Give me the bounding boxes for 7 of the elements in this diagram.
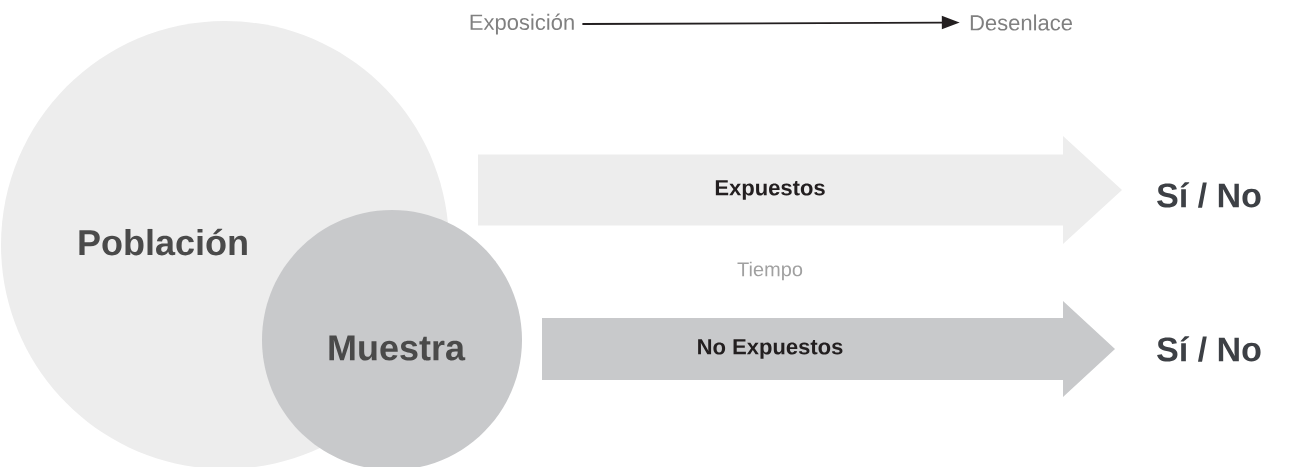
arrow-band: No Expuestos (542, 301, 1115, 397)
bare-text: Exposición (470, 13, 574, 35)
axis-label: Tiempo (737, 261, 803, 281)
bare-text: Desenlace (970, 14, 1072, 31)
arrow-band: Expuestos (478, 136, 1122, 244)
result-text: Sí / No (1157, 182, 1261, 208)
result-text: Sí / No (1157, 336, 1261, 362)
